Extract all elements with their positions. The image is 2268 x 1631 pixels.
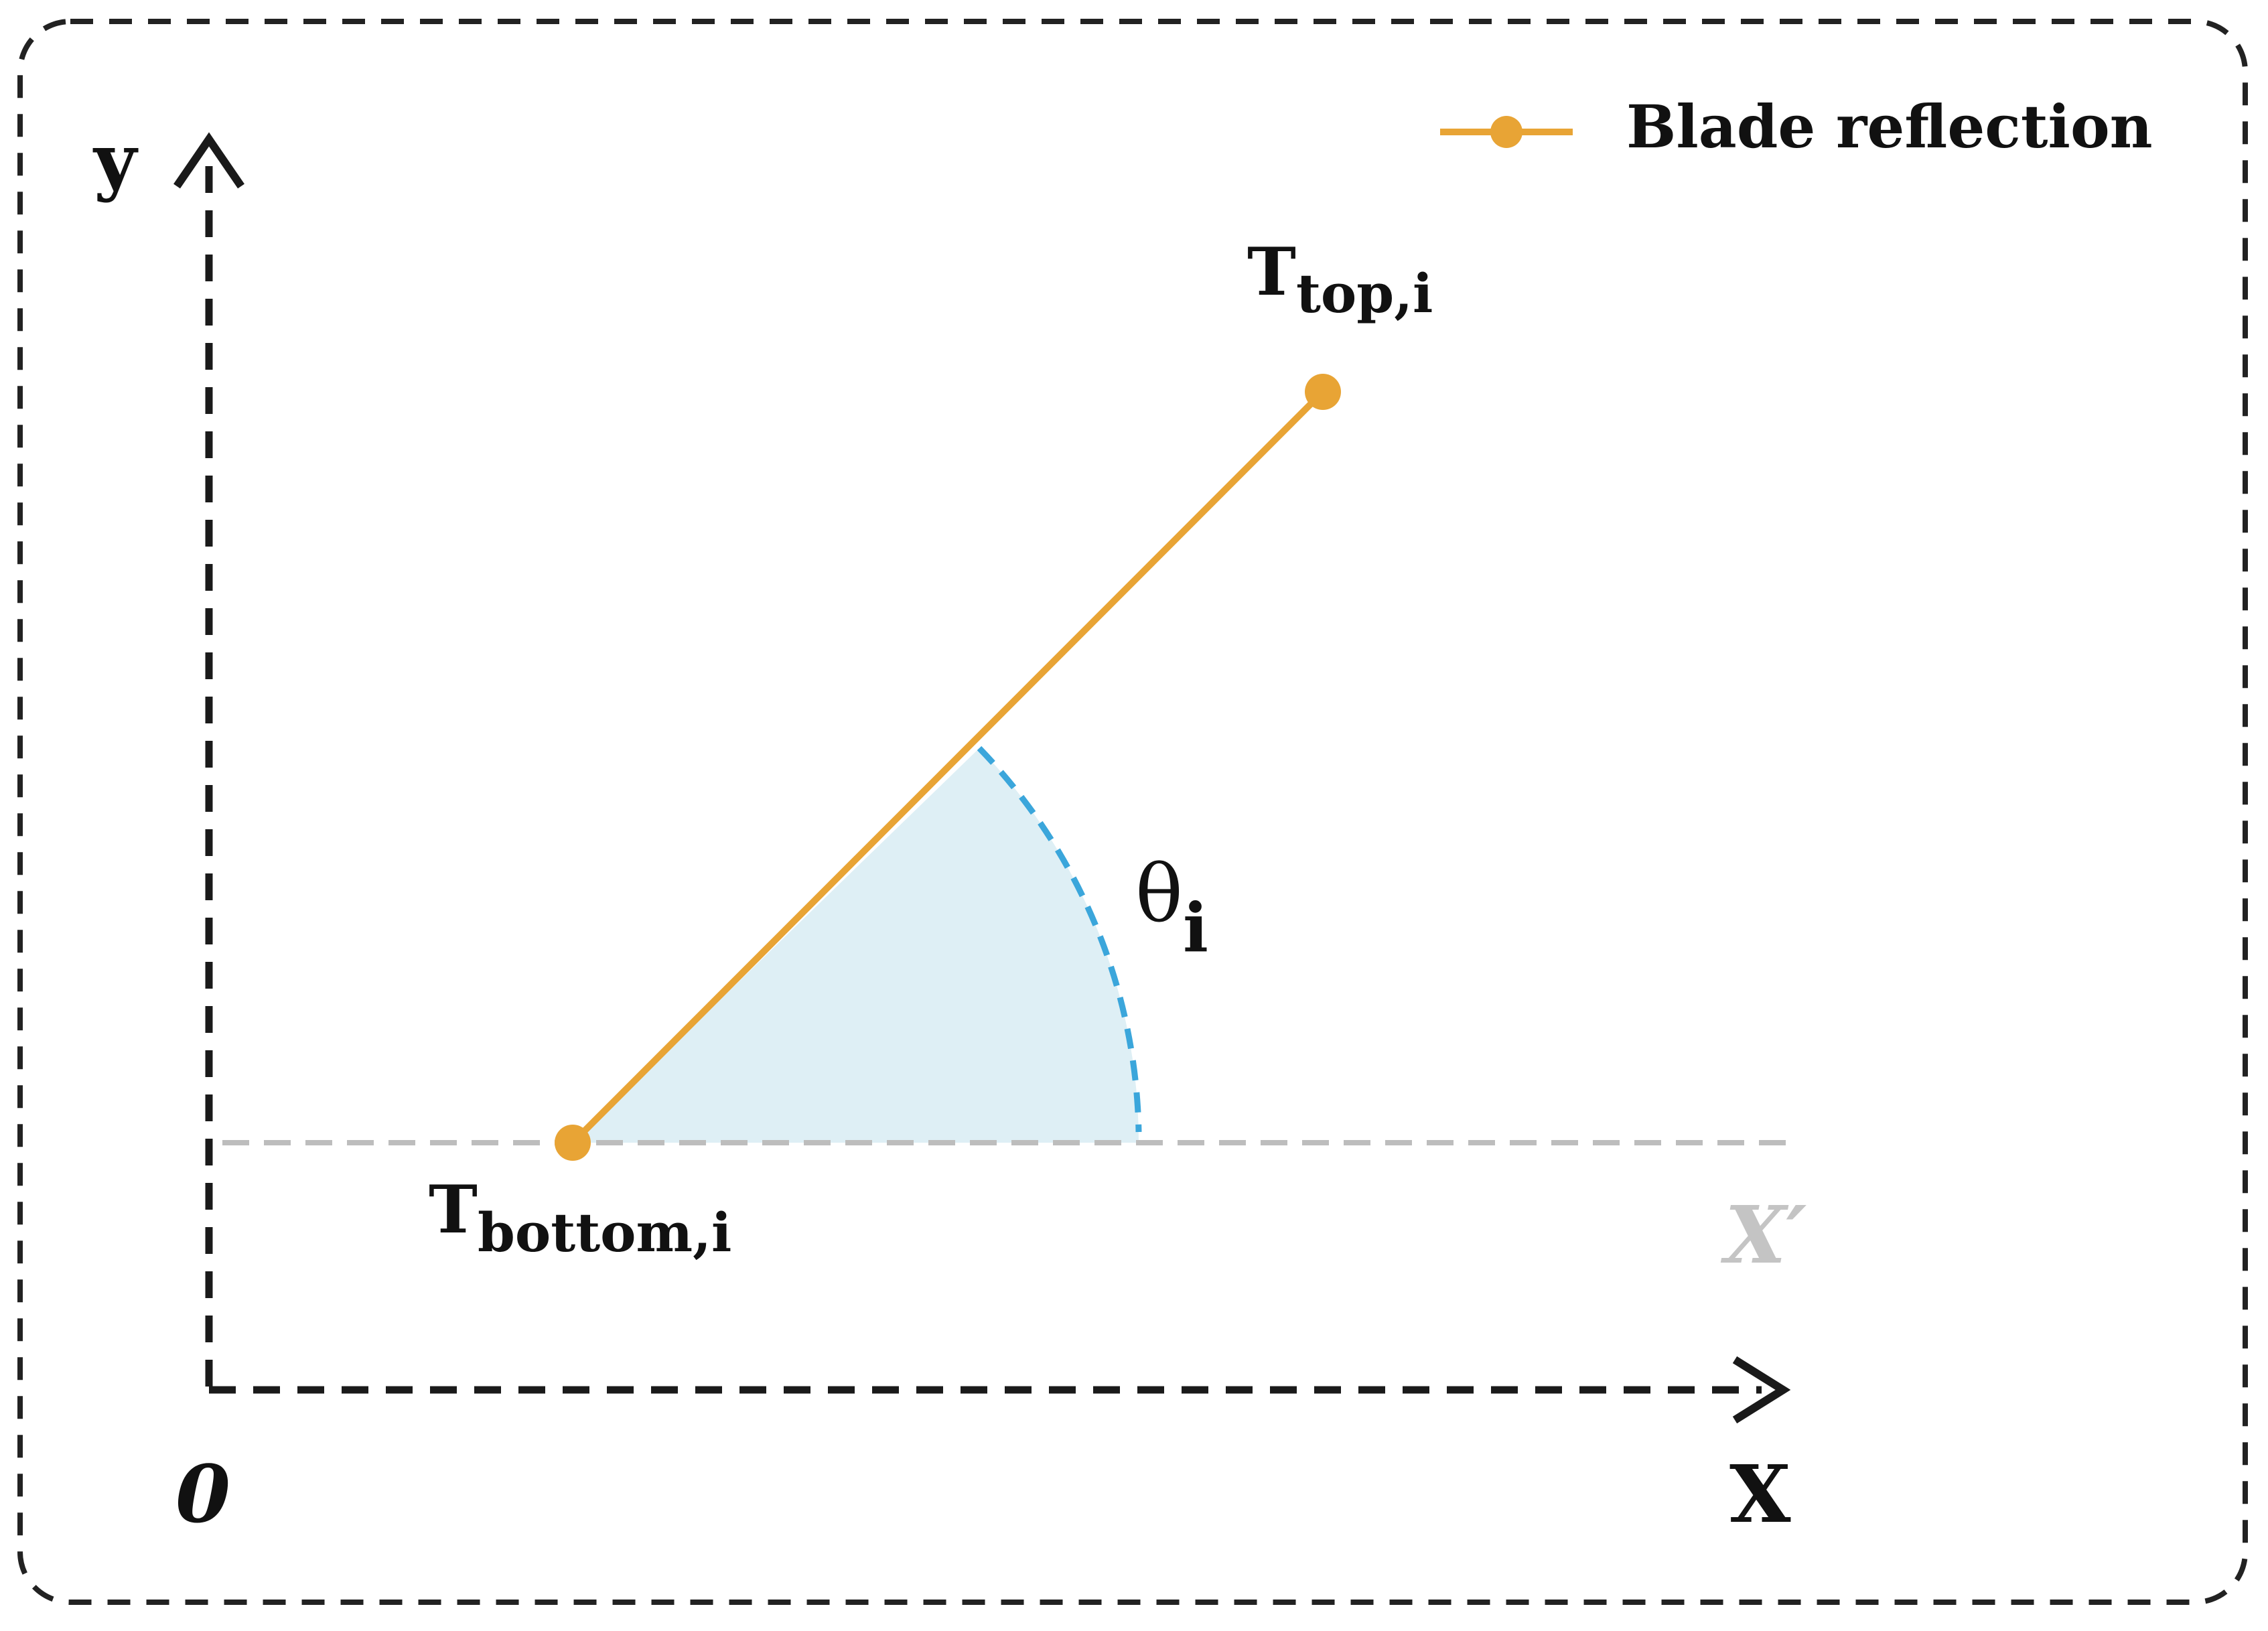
blade-reflection-line (570, 389, 1326, 1145)
theta-label: θi (1135, 847, 1208, 967)
theta-label-base: θ (1135, 847, 1183, 940)
outer-frame (17, 19, 2248, 1605)
y-axis-label: y (92, 117, 139, 204)
t-bottom-label-base: T (429, 1172, 478, 1249)
t-bottom-label-subscript: bottom,i (478, 1201, 731, 1264)
legend: Blade reflection (1440, 92, 2153, 161)
t-bottom-label: Tbottom,i (429, 1172, 731, 1264)
theta-label-subscript: i (1183, 888, 1208, 967)
t-bottom-point (555, 1125, 591, 1161)
origin-label: 0 (175, 1447, 230, 1541)
t-top-label-base: T (1247, 234, 1296, 311)
angle-arc (977, 746, 1142, 1133)
t-top-label-subscript: top,i (1296, 262, 1433, 325)
reference-line-label: X′ (1720, 1188, 1807, 1281)
t-top-label: Ttop,i (1247, 234, 1433, 325)
x-axis-label: X (1729, 1447, 1791, 1541)
legend-label: Blade reflection (1626, 92, 2153, 161)
legend-marker-swatch (1490, 116, 1522, 148)
y-axis-arrowhead (173, 132, 244, 189)
angle-sector (573, 748, 1139, 1143)
x-axis-arrowhead (1732, 1356, 1791, 1424)
t-top-point (1305, 374, 1341, 410)
